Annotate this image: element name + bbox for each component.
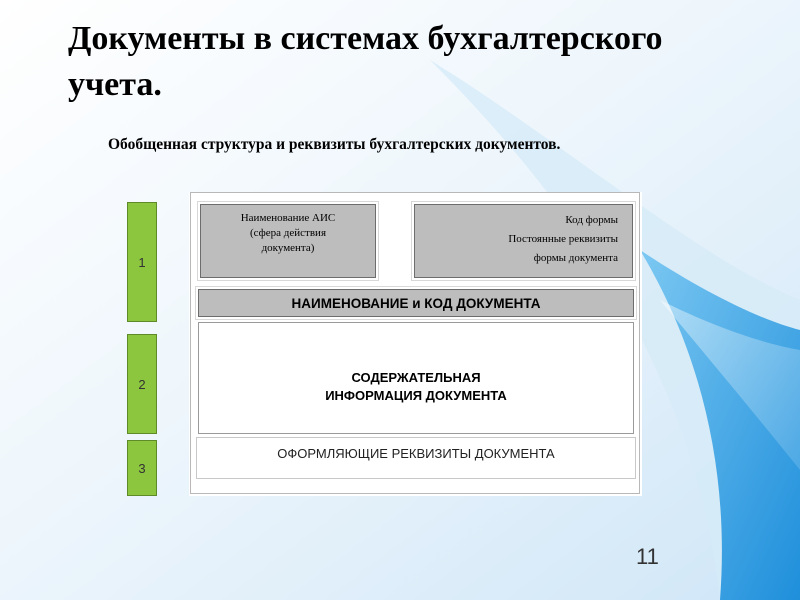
- document-name-code-bar: НАИМЕНОВАНИЕ и КОД ДОКУМЕНТА: [195, 286, 637, 320]
- section-marker-2: 2: [127, 334, 157, 434]
- form-code-line: Постоянные реквизиты: [508, 233, 618, 245]
- document-structure-diagram: 1 2 3 Наименование АИС (сфера действия д…: [124, 192, 642, 496]
- diagram-subtitle: Обобщенная структура и реквизиты бухгалт…: [108, 136, 561, 153]
- section-marker-3: 3: [127, 440, 157, 496]
- form-code-line: формы документа: [533, 252, 618, 264]
- slide-title: Документы в системах бухгалтерского учет…: [68, 16, 708, 108]
- slide-title-line: учета.: [68, 66, 162, 103]
- form-code-line: Код формы: [565, 214, 618, 226]
- form-code-box: Код формы Постоянные реквизиты формы док…: [411, 201, 636, 281]
- section-marker-1: 1: [127, 202, 157, 322]
- page-number: 11: [636, 544, 659, 569]
- ais-name-line: документа): [261, 242, 315, 254]
- ais-name-line: (сфера действия: [249, 227, 327, 239]
- ais-name-box: Наименование АИС (сфера действия докумен…: [197, 201, 379, 281]
- document-content-box: СОДЕРЖАТЕЛЬНАЯ ИНФОРМАЦИЯ ДОКУМЕНТА: [198, 322, 634, 434]
- ais-name-line: Наименование АИС: [240, 212, 336, 224]
- content-line: СОДЕРЖАТЕЛЬНАЯ: [351, 370, 481, 385]
- content-line: ИНФОРМАЦИЯ ДОКУМЕНТА: [325, 388, 507, 403]
- slide-title-line: Документы в системах бухгалтерского: [68, 20, 663, 57]
- formal-requisites-box: ОФОРМЛЯЮЩИЕ РЕКВИЗИТЫ ДОКУМЕНТА: [196, 437, 636, 479]
